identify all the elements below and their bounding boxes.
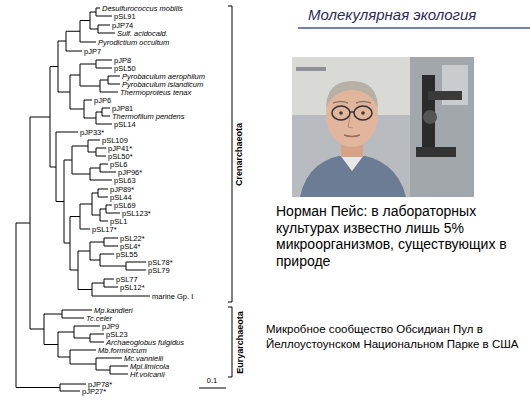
- taxon-label: Mp.kandleri: [94, 306, 133, 315]
- taxon-label: Pyrobaculum islandicum: [122, 80, 203, 89]
- clade-bracket: [228, 6, 232, 302]
- taxon-label: pSL109: [102, 136, 128, 145]
- taxon-label: Thermofilum pendens: [112, 112, 185, 121]
- taxon-label: pJP74: [112, 21, 133, 30]
- taxon-label: Archaeoglobus fulgidus: [106, 338, 184, 347]
- scale-bar: [199, 388, 226, 389]
- taxon-label: pSL6: [110, 160, 128, 169]
- shirt: [300, 154, 406, 197]
- taxon-label: pSL1: [110, 217, 128, 226]
- taxon-label: pJP6: [94, 96, 111, 105]
- taxon-label: pSL50: [114, 64, 136, 73]
- taxon-label: pJP41*: [108, 144, 132, 153]
- eye: [339, 111, 343, 115]
- portrait-photo: [292, 57, 474, 197]
- taxon-label: pJP8: [114, 56, 131, 65]
- microscope-knob: [423, 110, 437, 124]
- taxon-label: Desulfurococcus mobilis: [102, 4, 183, 13]
- taxon-label: pSL12*: [120, 283, 145, 292]
- eye: [361, 111, 365, 115]
- mouth: [344, 135, 360, 137]
- clade-label: Euryarchaeota: [235, 311, 246, 374]
- slide-title: Молекулярная экология: [308, 6, 476, 24]
- taxon-label: pJP81: [112, 104, 133, 113]
- taxon-label: Tc.celer: [86, 314, 112, 323]
- glasses-bridge: [350, 111, 354, 113]
- scale-label: 0.1: [207, 376, 217, 385]
- taxon-label: pSL69: [114, 201, 136, 210]
- shelf: [296, 67, 326, 71]
- taxon-label: Sulf. acidocald.: [117, 29, 168, 38]
- hair: [326, 81, 378, 109]
- taxon-label: pSL22*: [120, 234, 145, 243]
- tree-branches: [16, 8, 150, 391]
- taxon-label: pSL123*: [122, 209, 151, 218]
- lab-equipment: [410, 57, 474, 197]
- taxon-label: pSL78*: [148, 258, 173, 267]
- taxon-label: pJP7: [84, 47, 101, 56]
- nose: [348, 117, 353, 128]
- taxon-label: pJP96*: [118, 168, 142, 177]
- taxon-label: pSL77: [116, 275, 138, 284]
- taxon-label: pJP33*: [80, 128, 104, 137]
- taxon-label: pJP27*: [82, 387, 106, 396]
- clade-bracket: [228, 307, 232, 377]
- glasses: [332, 106, 350, 120]
- taxon-label: pSL55: [116, 250, 138, 259]
- taxon-label: Pyrobaculum aerophilum: [122, 72, 205, 81]
- photo-ground: [292, 57, 474, 197]
- taxon-label: Mc.vannielii: [124, 354, 163, 363]
- glasses: [354, 106, 372, 120]
- taxon-label: Mb.formicicum: [98, 346, 147, 355]
- taxon-label: pSL4*: [120, 242, 140, 251]
- taxon-label: Mpl.limicola: [130, 362, 169, 371]
- taxon-label: pSL44: [110, 193, 132, 202]
- taxon-label: pSL91: [114, 12, 136, 21]
- taxon-label: pJP89*: [110, 185, 134, 194]
- collar: [340, 155, 364, 171]
- header-line: [298, 27, 530, 29]
- quote-text: Норман Пейс: в лабораторных культурах из…: [276, 203, 524, 269]
- taxon-label: pJP9: [102, 322, 119, 331]
- microscope-arm: [428, 91, 462, 100]
- taxon-label: Hf.volcanii: [130, 370, 165, 379]
- taxon-label: Thermoproteus tenax: [120, 88, 191, 97]
- taxon-label: pSL79: [148, 266, 170, 275]
- clade-label: Crenarchaeota: [235, 122, 246, 185]
- taxon-label: marine Gp. I: [152, 292, 193, 301]
- taxon-label: pSL14: [114, 120, 136, 129]
- microscope-base: [416, 147, 456, 157]
- taxon-label: pSL17*: [92, 225, 117, 234]
- taxon-label: pSL63: [114, 176, 136, 185]
- eyebrows: [333, 102, 371, 104]
- taxon-label: Pyrodictium occultum: [98, 38, 169, 47]
- taxon-label: pSL50*: [108, 152, 133, 161]
- taxon-label: pSL23: [106, 330, 128, 339]
- photo-caption: Микробное сообщество Обсидиан Пул в Йелл…: [266, 322, 524, 352]
